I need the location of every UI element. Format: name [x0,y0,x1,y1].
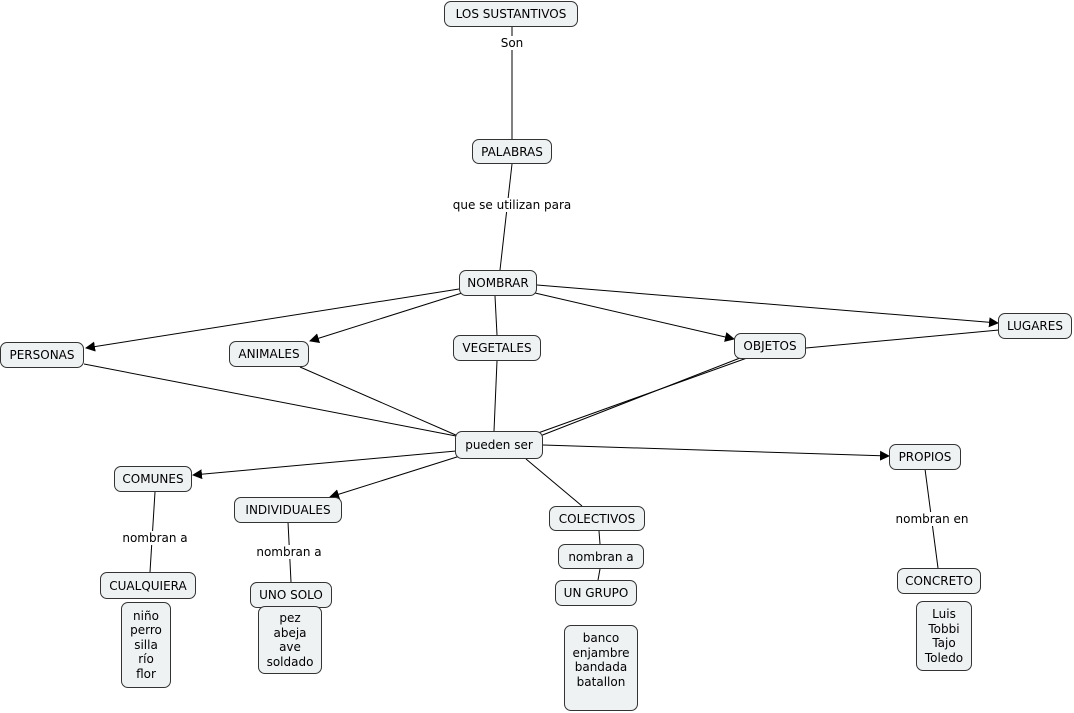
example-word: enjambre [572,645,630,660]
arrow-nombrar-objetos [534,292,735,342]
example-word: Luis [932,607,956,621]
example-word: perro [130,623,162,638]
example-word: río [138,652,154,667]
node-colectivos[interactable]: COLECTIVOS [549,506,645,531]
link-label-nombran-en: nombran en [893,512,971,526]
line-nombrar-vegetales [494,295,498,336]
node-pueden-ser[interactable]: pueden ser [455,431,543,459]
line-palabras-nombrar [499,163,513,271]
example-word: pez [279,611,301,625]
node-vegetales[interactable]: VEGETALES [453,335,541,361]
example-word: soldado [266,654,314,669]
example-word: abeja [273,625,307,640]
node-uno-solo[interactable]: UNO SOLO [250,582,332,608]
link-label-son: Son [498,36,526,50]
example-word: ave [279,640,301,654]
examples-propios[interactable]: Luis Tobbi Tajo Toledo [916,601,972,671]
node-un-grupo[interactable]: UN GRUPO [555,580,637,606]
examples-colectivos[interactable]: banco enjambre bandada batallon [564,625,638,711]
example-word: flor [136,666,156,681]
node-individuales[interactable]: INDIVIDUALES [234,497,342,523]
node-nombran-a-colectivos[interactable]: nombran a [558,544,644,569]
example-word: Toledo [924,650,964,665]
node-propios[interactable]: PROPIOS [889,444,961,470]
node-lugares[interactable]: LUGARES [998,313,1072,339]
line-animales-pueden [299,366,459,437]
line-vegetales-pueden [493,360,498,432]
line-objetos-pueden-2 [539,357,741,437]
arrow-nombrar-animales [309,292,463,344]
link-label-nombran-a-individuales: nombran a [254,545,324,559]
link-label-que-se-utilizan-para: que se utilizan para [450,198,574,212]
node-cualquiera[interactable]: CUALQUIERA [100,572,196,599]
arrow-nombrar-personas [85,288,460,352]
node-personas[interactable]: PERSONAS [0,342,84,368]
node-objetos[interactable]: OBJETOS [734,333,806,359]
example-word: Tajo [932,636,956,650]
line-personas-pueden [83,363,457,437]
node-palabras[interactable]: PALABRAS [472,139,552,164]
example-word: bandada [574,660,628,674]
example-word: niño [133,608,159,623]
example-word: banco [582,631,620,645]
examples-individuales[interactable]: pez abeja ave soldado [258,606,322,674]
example-word: silla [134,637,158,652]
example-word: batallon [576,674,626,689]
arrow-pueden-propios [542,444,890,461]
line-nombrana-ungrupo [597,568,601,581]
arrow-pueden-comunes [192,450,457,480]
arrow-nombrar-lugares [536,284,999,328]
node-nombrar[interactable]: NOMBRAR [459,270,537,296]
link-label-nombran-a-comunes: nombran a [120,531,190,545]
line-lugares-pueden [805,329,1000,349]
arrow-pueden-individuales [329,455,461,500]
example-word: Tobbi [928,621,960,636]
node-comunes[interactable]: COMUNES [114,466,192,492]
examples-comunes[interactable]: niño perro silla río flor [121,602,171,688]
line-pueden-colectivos [525,458,583,507]
line-colectivos-nombrana [598,530,601,545]
node-animales[interactable]: ANIMALES [229,341,309,367]
node-concreto[interactable]: CONCRETO [897,568,981,594]
node-los-sustantivos[interactable]: LOS SUSTANTIVOS [444,1,578,27]
